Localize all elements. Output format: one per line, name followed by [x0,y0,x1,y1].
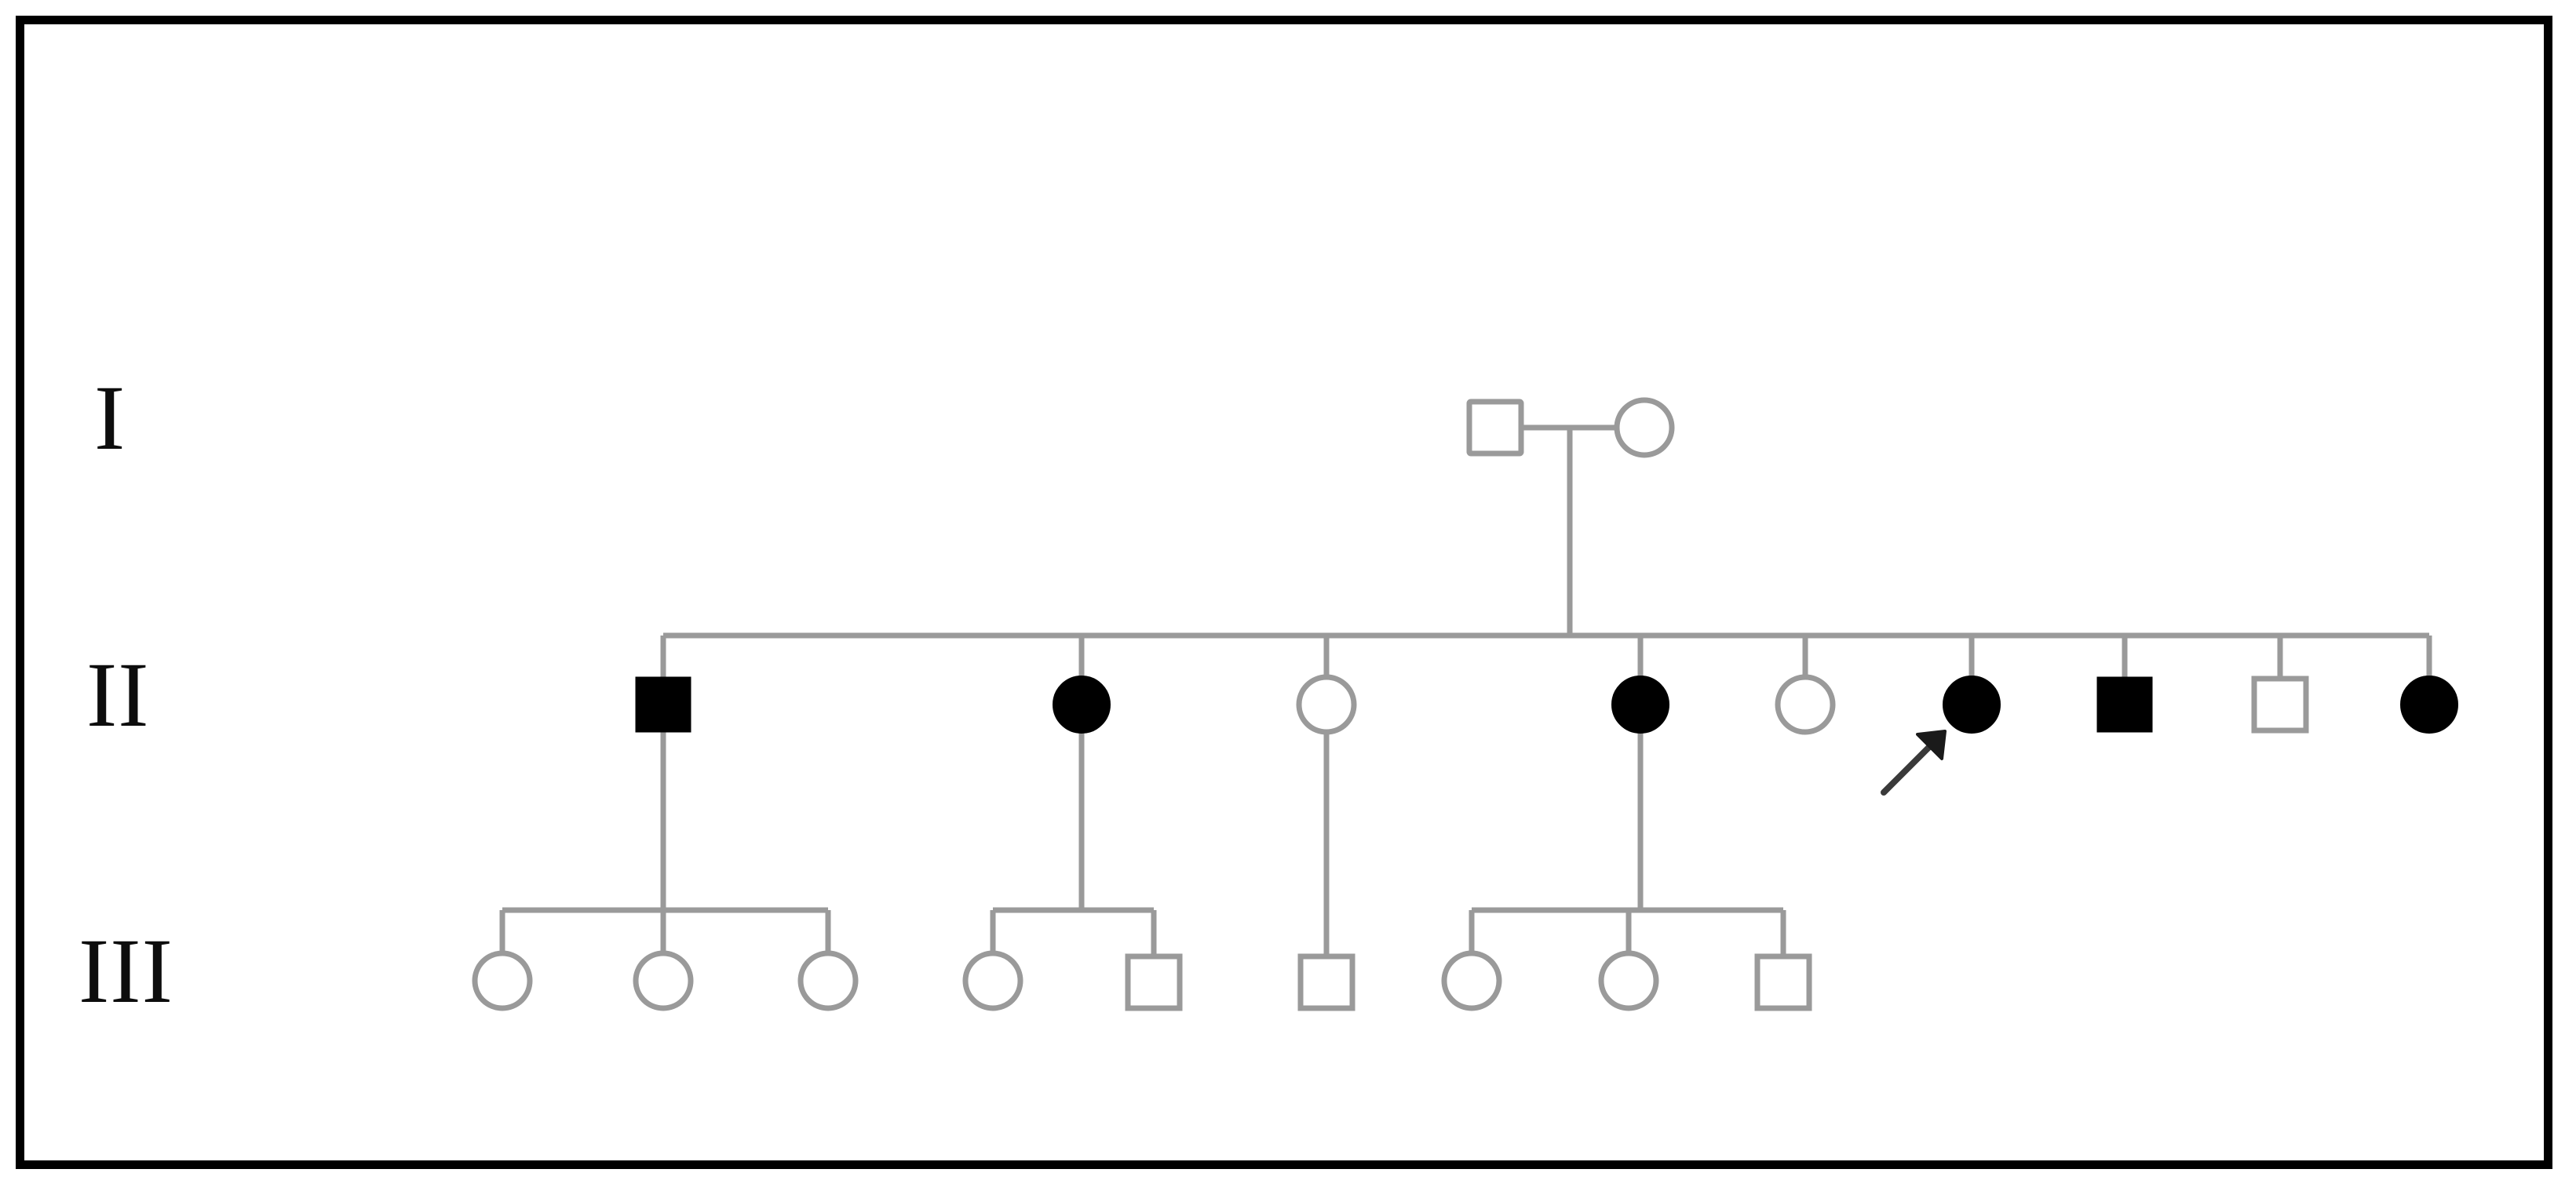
generation-label-III: III [78,920,173,1022]
generation-III-symbols [472,950,1812,1011]
proband-arrow-shaft [1881,738,1939,796]
individual-I-1-male-unaffected[interactable] [1466,399,1524,457]
individual-II-4-female-affected[interactable] [1611,676,1669,734]
chart-frame-border [16,16,2552,1169]
individual-II-8-male-unaffected[interactable] [2251,676,2309,734]
generation-II-symbols [635,674,2458,735]
generation-I-symbols [1466,397,1675,458]
individual-II-2-female-affected[interactable] [1053,676,1111,734]
individual-II-7-male-affected[interactable] [2096,676,2153,733]
individual-III-3-female-unaffected[interactable] [797,950,859,1011]
individual-II-9-female-affected[interactable] [2400,676,2458,734]
individual-I-2-female-unaffected[interactable] [1614,397,1675,458]
individual-III-2-female-unaffected[interactable] [633,950,694,1011]
individual-III-7-female-unaffected[interactable] [1441,950,1502,1011]
proband-arrow-head [1916,730,1947,760]
individual-II-5-female-unaffected[interactable] [1775,674,1836,735]
individual-II-6-female-affected-proband[interactable] [1943,676,2001,734]
generation-label-II: II [86,643,150,746]
individual-III-4-female-unaffected[interactable] [962,950,1023,1011]
proband-arrow-icon [1881,730,1947,796]
generation-label-I: I [94,366,126,469]
individual-III-9-male-unaffected[interactable] [1754,953,1812,1011]
individual-III-1-female-unaffected[interactable] [472,950,533,1011]
individual-III-6-male-unaffected[interactable] [1297,953,1356,1011]
individual-II-3-female-unaffected[interactable] [1296,674,1357,735]
individual-II-1-male-affected[interactable] [635,676,691,733]
generation-labels: I II III [78,366,173,1022]
individual-III-5-male-unaffected[interactable] [1125,953,1183,1011]
individual-III-8-female-unaffected[interactable] [1598,950,1659,1011]
